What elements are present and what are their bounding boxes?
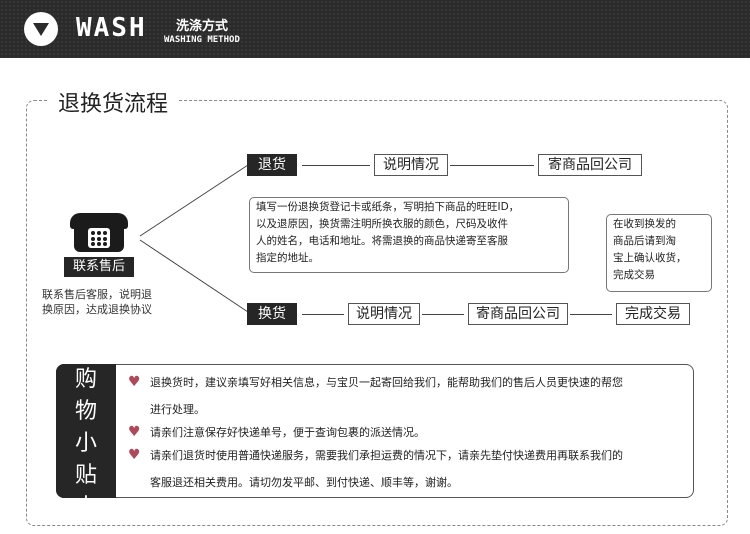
service-desc-line: 联系售后客服，说明退 <box>42 288 152 301</box>
step-connector <box>302 165 370 166</box>
tip-item-cont: 客服退还相关费用。请切勿发平邮、到付快递、顺丰等，谢谢。 <box>150 476 458 489</box>
section-title: 退换货流程 <box>48 86 179 118</box>
header-title-en: WASHING METHOD <box>164 35 240 45</box>
note-line: 在收到换发的 <box>613 218 676 230</box>
info-line: 以及退原因，换货需注明所换衣服的颜色，尺码及收件 <box>256 218 508 230</box>
step-send-back: 寄商品回公司 <box>468 303 568 325</box>
tips-title-char: 物 <box>74 399 97 424</box>
step-connector <box>450 165 534 166</box>
tip-item-cont: 进行处理。 <box>150 403 205 416</box>
heart-icon: ♥ <box>128 374 141 390</box>
info-line: 人的姓名，电话和地址。将需退换的商品快递寄至客服 <box>256 235 508 247</box>
heart-icon: ♥ <box>128 424 141 440</box>
confirm-receipt-note: 在收到换发的 商品后请到淘 宝上确认收货， 完成交易 <box>606 214 712 292</box>
header-bar <box>0 0 750 58</box>
step-connector <box>422 314 464 315</box>
step-connector <box>302 314 344 315</box>
tips-title-char: 购 <box>74 367 97 392</box>
note-line: 宝上确认收货， <box>613 252 687 264</box>
process-frame <box>26 100 728 526</box>
connector-to-return <box>139 164 249 237</box>
tips-title-char: 小 <box>74 431 97 456</box>
info-line: 填写一份退换货登记卡或纸条，写明拍下商品的旺旺ID， <box>256 201 520 213</box>
step-explain: 说明情况 <box>348 303 420 325</box>
step-explain: 说明情况 <box>374 154 448 176</box>
tip-item: 请亲们退货时使用普通快递服务，需要我们承担运费的情况下，请亲先垫付快递费用再联系… <box>150 449 623 462</box>
step-send-back: 寄商品回公司 <box>538 154 642 176</box>
step-complete: 完成交易 <box>616 303 690 325</box>
step-return: 退货 <box>247 154 297 176</box>
note-line: 完成交易 <box>613 269 655 281</box>
tips-title: 购 物 小 贴 士 <box>56 364 116 520</box>
heart-icon: ♥ <box>128 447 141 463</box>
note-line: 商品后请到淘 <box>613 235 676 247</box>
step-exchange: 换货 <box>247 303 297 325</box>
brand-text: WASH <box>76 13 147 43</box>
info-line: 指定的地址。 <box>256 252 319 264</box>
contact-service-label: 联系售后 <box>64 257 134 277</box>
contact-service-desc: 联系售后客服，说明退 换原因，达成退换协议 <box>42 287 182 317</box>
header-title-cn: 洗涤方式 <box>176 19 229 34</box>
connector-to-exchange <box>139 239 249 313</box>
down-triangle-icon <box>33 23 49 36</box>
tip-item: 请亲们注意保存好快递单号，便于查询包裹的派送情况。 <box>150 426 425 439</box>
return-info-box: 填写一份退换货登记卡或纸条，写明拍下商品的旺旺ID， 以及退原因，换货需注明所换… <box>249 197 569 273</box>
phone-dial <box>88 228 110 248</box>
tips-title-char: 贴 <box>74 463 97 488</box>
service-desc-line: 换原因，达成退换协议 <box>42 303 152 316</box>
step-connector <box>570 314 612 315</box>
tip-item: 退换货时，建议亲填写好相关信息，与宝贝一起寄回给我们，能帮助我们的售后人员更快速… <box>150 376 623 389</box>
tips-title-char: 士 <box>74 495 97 520</box>
